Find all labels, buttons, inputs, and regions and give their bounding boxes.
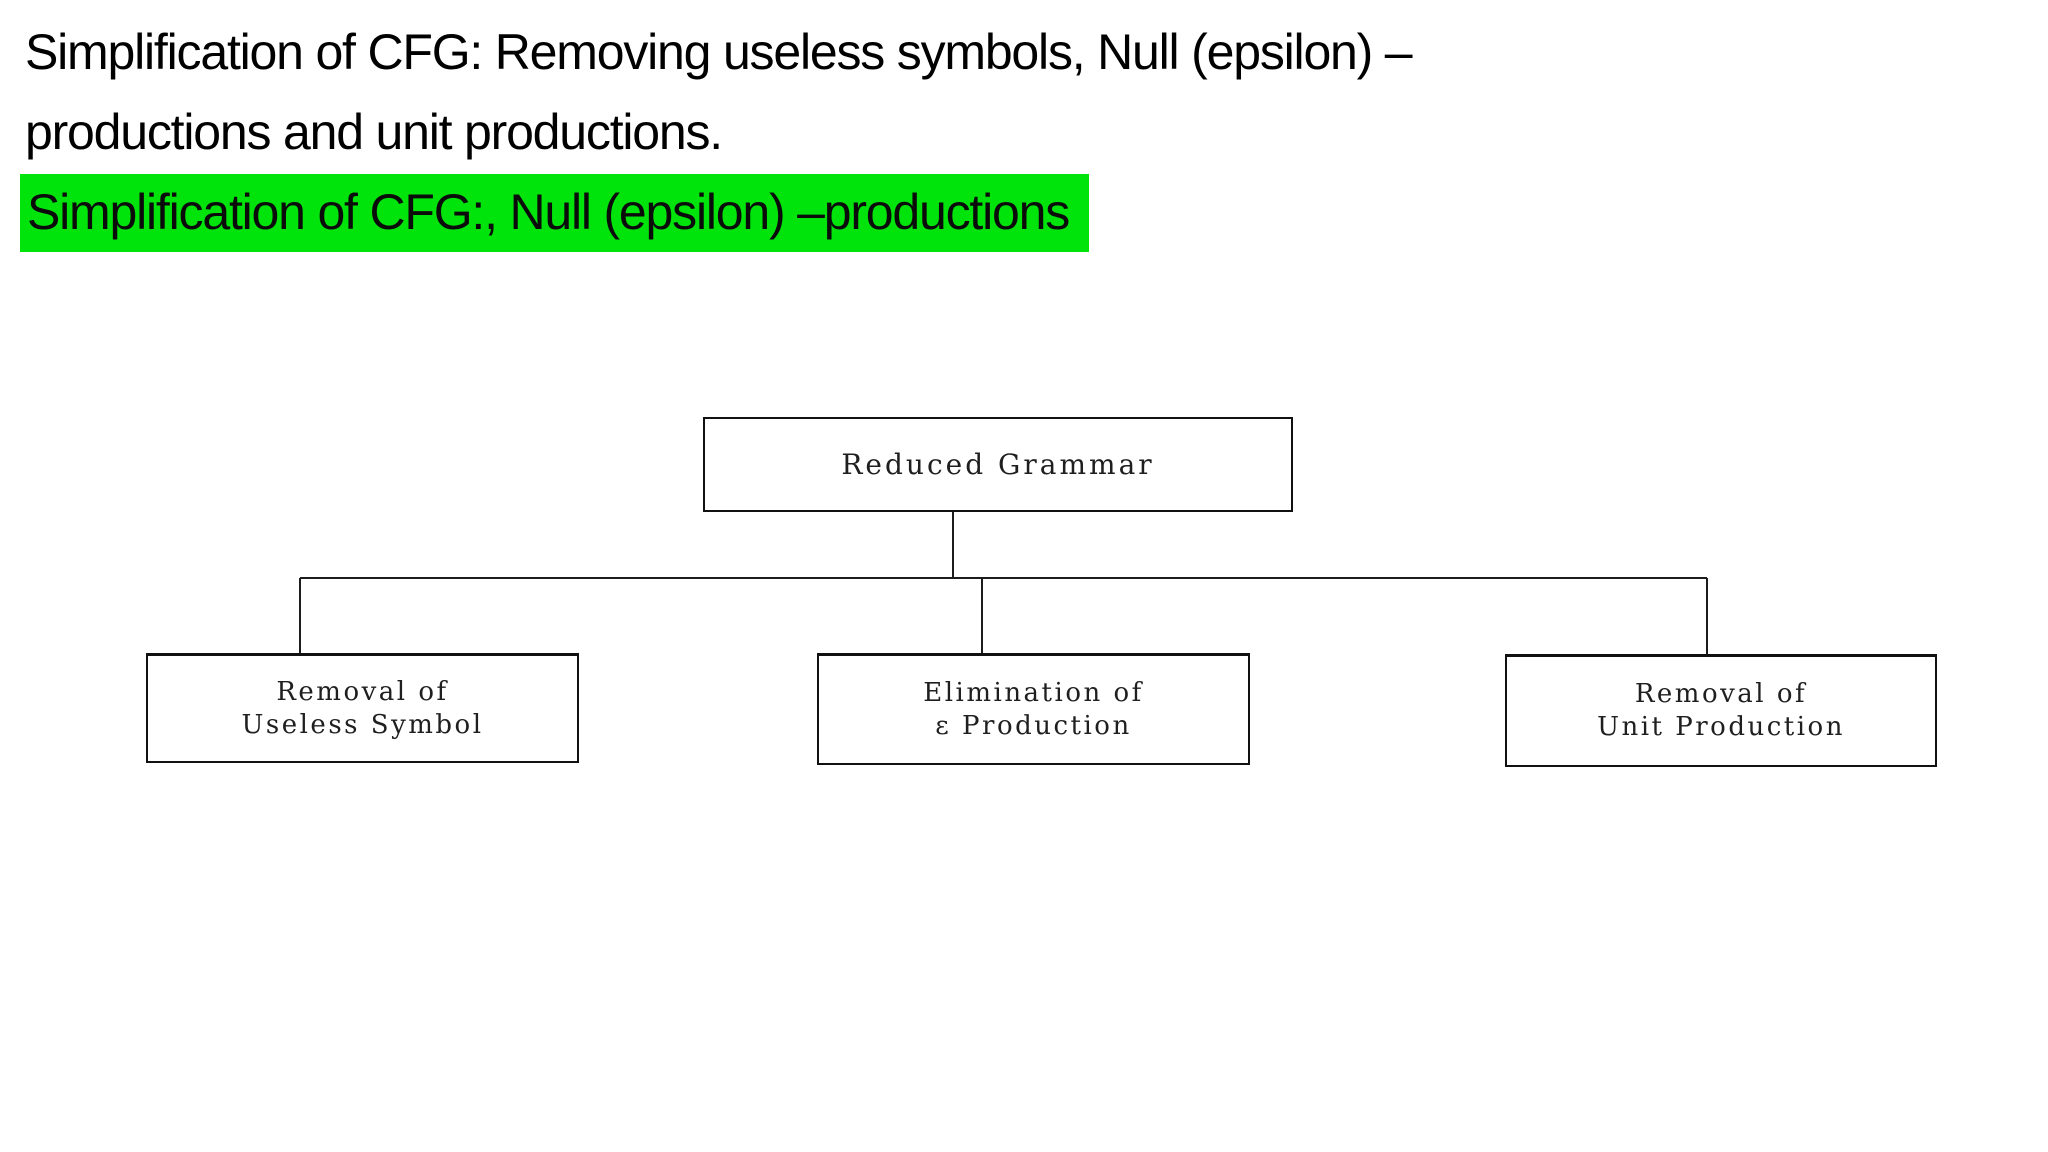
title-line-3: Simplification of CFG:, Null (epsilon) –…: [20, 172, 1985, 252]
node-removal-unit-production: Removal of Unit Production: [1505, 654, 1937, 767]
node-label-line-2: ε Production: [935, 710, 1132, 741]
highlighted-text: Simplification of CFG:, Null (epsilon) –…: [20, 174, 1090, 252]
title-line-1: Simplification of CFG: Removing useless …: [25, 24, 1413, 80]
node-label-line-2: Useless Symbol: [241, 709, 484, 740]
title-line-2: productions and unit productions.: [25, 104, 723, 160]
slide-title: Simplification of CFG: Removing useless …: [20, 12, 1985, 252]
node-label: Reduced Grammar: [841, 448, 1155, 481]
node-label-line-2: Unit Production: [1597, 712, 1845, 742]
node-reduced-grammar: Reduced Grammar: [703, 417, 1293, 512]
node-elimination-epsilon-production: Elimination of ε Production: [817, 653, 1250, 765]
node-label-line-1: Removal of: [1634, 679, 1808, 709]
node-label-line-1: Removal of: [276, 676, 449, 707]
node-label-line-1: Elimination of: [923, 677, 1144, 708]
node-removal-useless-symbol: Removal of Useless Symbol: [146, 653, 579, 763]
